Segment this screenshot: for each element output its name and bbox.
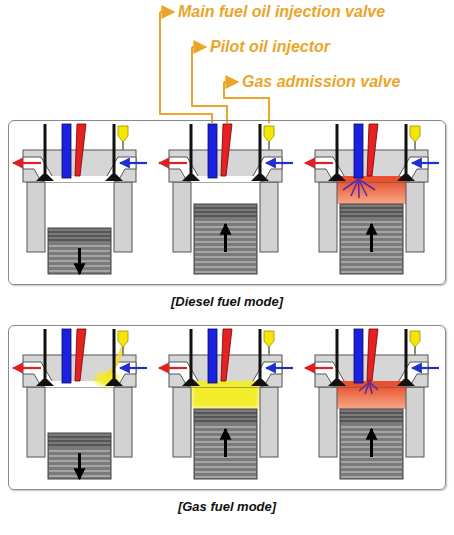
leader-arrow bbox=[192, 46, 206, 48]
mode-panel: [Diesel fuel mode] bbox=[8, 120, 446, 285]
cylinder bbox=[305, 124, 439, 274]
callout-label: Pilot oil injector bbox=[210, 37, 330, 56]
cylinder bbox=[13, 329, 147, 479]
callout-label: Main fuel oil injection valve bbox=[178, 2, 385, 21]
leader-arrow bbox=[224, 81, 238, 83]
cylinder bbox=[159, 329, 293, 479]
mode-caption: [Gas fuel mode] bbox=[9, 499, 445, 514]
cylinder bbox=[305, 329, 439, 479]
mode-panel: [Gas fuel mode] bbox=[8, 325, 446, 490]
cylinder bbox=[13, 124, 147, 274]
leader-line bbox=[192, 47, 227, 123]
leader-lines bbox=[160, 12, 269, 123]
cylinder bbox=[159, 124, 293, 274]
mode-caption: [Diesel fuel mode] bbox=[9, 294, 445, 309]
callout-label: Gas admission valve bbox=[242, 72, 400, 91]
leader-arrow bbox=[160, 11, 174, 13]
